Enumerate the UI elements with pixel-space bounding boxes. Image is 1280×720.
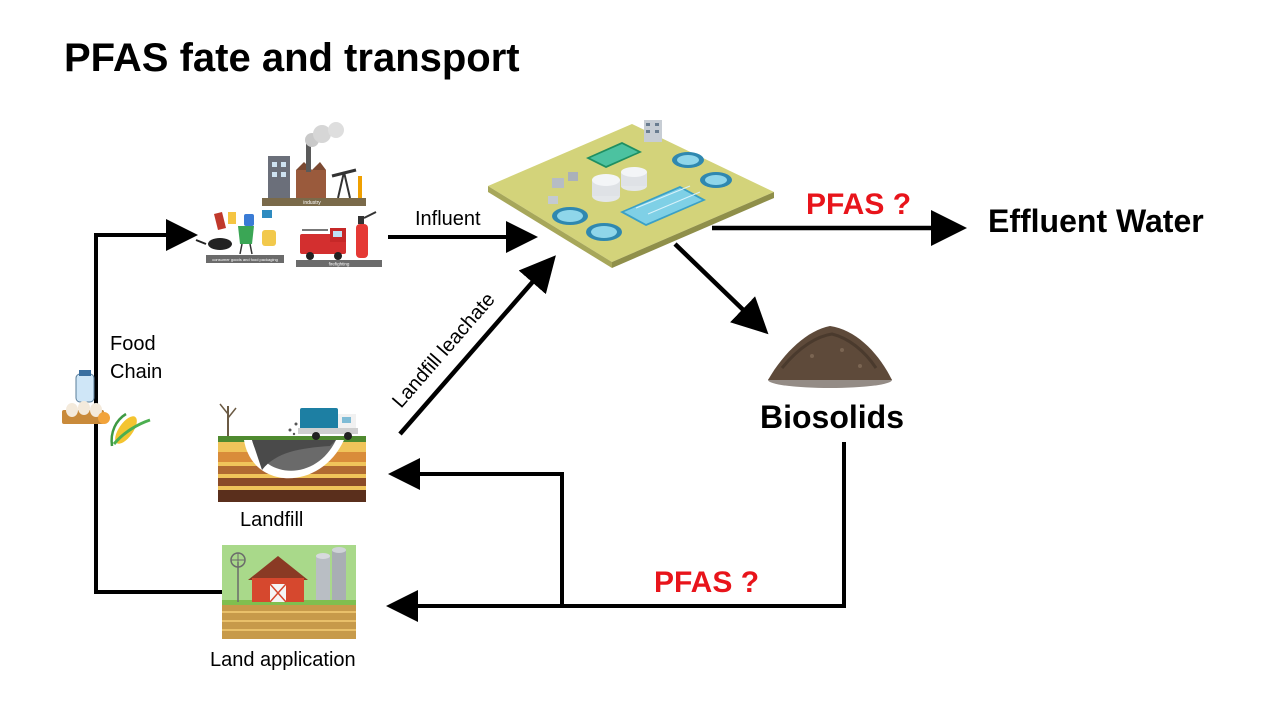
pfas-sources-illustration: industry consumer goods and food packagi…: [195, 122, 382, 267]
influent-label: Influent: [415, 208, 481, 230]
industry-caption: industry: [303, 200, 321, 206]
diagram-title: PFAS fate and transport: [64, 36, 520, 80]
leachate-arrow: [398, 255, 556, 436]
land-application-illustration: [222, 545, 356, 639]
firefighting-caption: firefighting: [329, 262, 350, 267]
pfas-biosolids-label: PFAS ?: [654, 566, 759, 599]
food-chain-arrow: [94, 219, 222, 594]
effluent-water-label: Effluent Water: [988, 203, 1204, 239]
biosolids-label: Biosolids: [760, 399, 904, 435]
wastewater-treatment-plant-illustration: [488, 120, 774, 268]
biosolids-to-land-arrow: [386, 442, 846, 622]
consumer-caption: consumer goods and food packaging: [212, 257, 278, 262]
food-chain-label-line2: Chain: [110, 361, 162, 383]
landfill-illustration: [218, 403, 366, 502]
biosolids-pile-illustration: [768, 326, 892, 388]
land-application-label: Land application: [210, 649, 356, 671]
food-chain-label-line1: Food: [110, 333, 156, 355]
biosolids-arrow: [673, 242, 769, 335]
food-icons-illustration: [62, 370, 151, 447]
landfill-leachate-label: Landfill leachate: [388, 289, 499, 413]
biosolids-to-landfill-arrow: [388, 458, 564, 606]
landfill-label: Landfill: [240, 509, 303, 531]
pfas-effluent-label: PFAS ?: [806, 188, 911, 221]
